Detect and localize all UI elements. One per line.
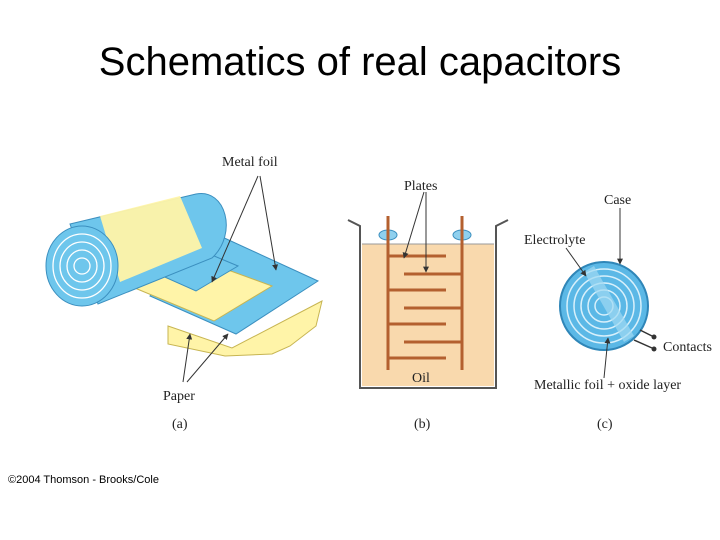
label-metallic-foil: Metallic foil + oxide layer — [534, 378, 681, 393]
label-plates: Plates — [404, 179, 437, 194]
label-paper: Paper — [163, 389, 195, 404]
capacitor-figure: Metal foil Paper (a) Plates Oil — [0, 116, 720, 496]
caption-b: (b) — [414, 417, 431, 432]
roll-spiral — [52, 233, 112, 299]
plate-set-right — [404, 216, 464, 370]
oil-fill — [362, 244, 494, 386]
panel-b-oil-capacitor: Plates Oil (b) — [347, 179, 509, 432]
label-metal-foil: Metal foil — [222, 155, 278, 170]
label-case: Case — [604, 193, 631, 208]
roll-end — [45, 225, 119, 307]
label-electrolyte: Electrolyte — [524, 233, 585, 248]
panel-a-rolled-capacitor: Metal foil Paper (a) — [45, 155, 323, 432]
plate-set-left — [386, 216, 446, 370]
panel-c-electrolytic: Case Electrolyte Contacts Metallic foil … — [524, 193, 712, 432]
paper-strip — [167, 300, 323, 357]
electrolyte-band — [584, 266, 634, 342]
capacitor-diagrams: Metal foil Paper (a) Plates Oil — [45, 155, 712, 432]
caption-c: (c) — [597, 417, 613, 432]
caption-a: (a) — [172, 417, 188, 432]
roll-yellow-band — [100, 196, 202, 282]
copyright-notice: ©2004 Thomson - Brooks/Cole — [8, 474, 159, 486]
label-contacts: Contacts — [663, 340, 712, 355]
label-oil: Oil — [412, 371, 430, 386]
beaker — [347, 219, 509, 389]
slide-title: Schematics of real capacitors — [98, 40, 622, 84]
